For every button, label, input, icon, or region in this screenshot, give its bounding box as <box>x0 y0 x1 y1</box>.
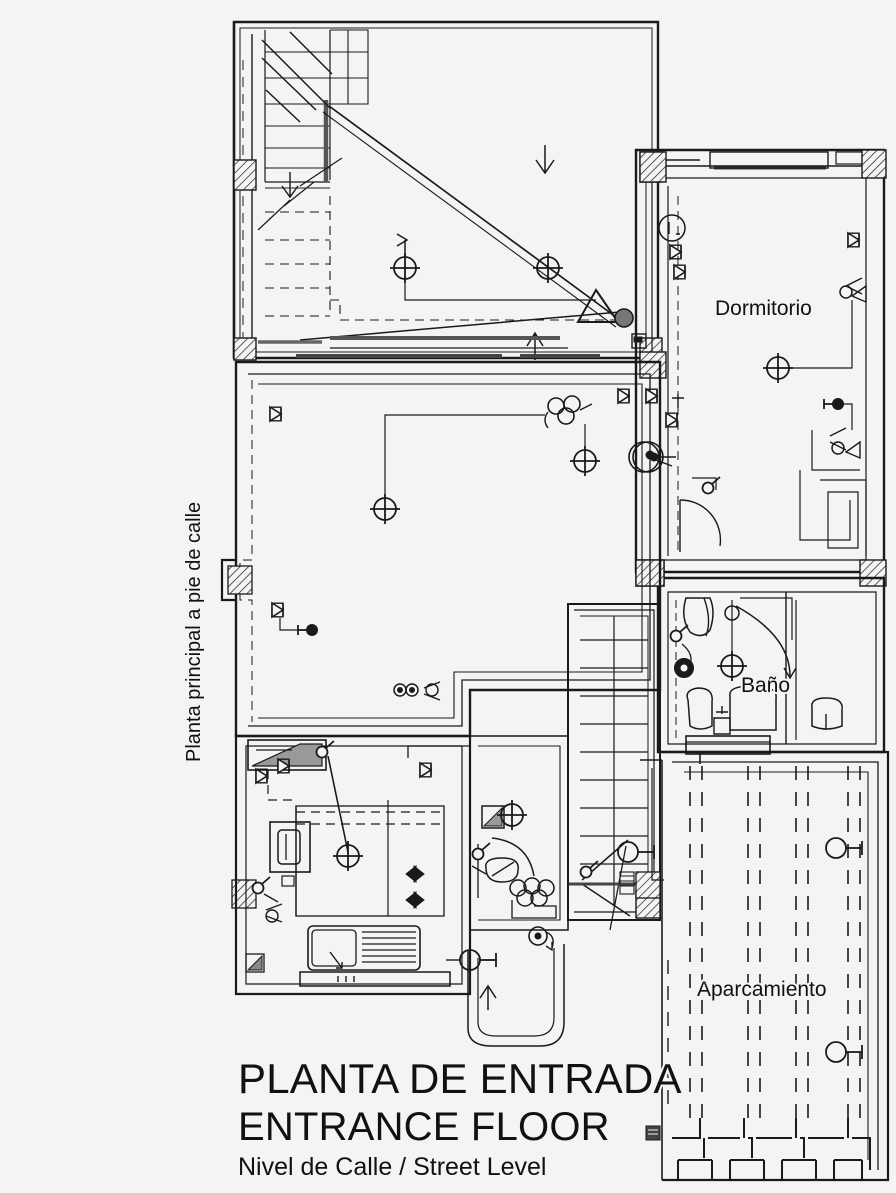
aparcamiento-area <box>635 750 890 1182</box>
column <box>233 337 257 361</box>
switch-cluster <box>544 395 593 429</box>
title-line-1: PLANTA DE ENTRADA <box>238 1055 682 1102</box>
column <box>227 565 253 595</box>
column <box>639 151 667 183</box>
courtyard-electrical <box>389 233 596 301</box>
title-line-3: Nivel de Calle / Street Level <box>238 1153 546 1181</box>
room-label-aparcamiento: Aparcamiento <box>697 978 827 1001</box>
side-note-label: Planta principal a pie de calle <box>183 502 205 762</box>
direction-arrow-icon <box>535 145 555 175</box>
valve-symbol <box>405 864 425 910</box>
parking-bay-lines <box>689 766 861 1130</box>
drain-symbol <box>645 1125 661 1141</box>
room-label-bano: Baño <box>741 674 790 697</box>
toilet-fixture <box>686 687 713 730</box>
kitchen-sink <box>307 925 421 971</box>
kitchen-area <box>234 681 472 996</box>
entry-hall <box>446 735 569 1047</box>
direction-arrow-icon <box>479 984 497 1010</box>
column <box>861 149 887 179</box>
title-line-2: ENTRANCE FLOOR <box>238 1105 610 1149</box>
parking-bottom-grid <box>672 1118 871 1180</box>
column <box>233 159 257 191</box>
sink-fixture <box>729 685 777 731</box>
column <box>859 559 887 587</box>
room-label-dormitorio: Dormitorio <box>715 297 812 320</box>
